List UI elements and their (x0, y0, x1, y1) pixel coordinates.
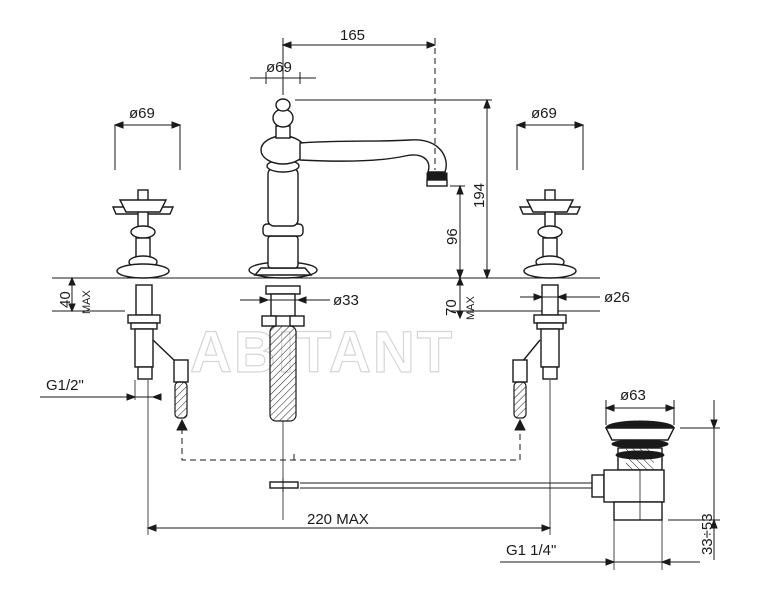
dim-left-handle-dia: ø69 (129, 105, 155, 122)
spout-assembly (248, 98, 448, 520)
right-handle-valve (512, 189, 582, 419)
spout-arm (299, 139, 447, 173)
dim-waste-dia: ø63 (620, 387, 646, 404)
dim-spout-height: 96 (444, 228, 461, 245)
dim-side-hole-dia: ø26 (604, 289, 630, 306)
dim-deck-left: 40 (57, 291, 74, 308)
dim-spout-reach: 165 (340, 27, 365, 44)
dim-right-handle-dia: ø69 (531, 105, 557, 122)
dim-deck-center-max-label: MAX (465, 296, 477, 321)
dim-centers-max: 220 MAX (307, 511, 369, 528)
dim-deck-left-max-label: MAX (81, 290, 93, 315)
waste-assembly (603, 420, 676, 521)
dim-waste-thread: G1 1/4" (506, 542, 556, 559)
dim-total-height: 194 (471, 183, 488, 208)
watermark: ABITANT (190, 320, 454, 385)
dim-deck-center: 70 (443, 299, 460, 316)
dim-center-hole-dia: ø33 (333, 292, 359, 309)
hose-path (181, 428, 521, 461)
left-handle-valve (111, 189, 189, 419)
dim-inlet-thread: G1/2" (46, 377, 84, 394)
dim-spout-base-dia: ø69 (266, 59, 292, 76)
popup-rod (269, 474, 605, 498)
spout-hose (269, 325, 297, 422)
dim-waste-height: 33÷53 (699, 513, 716, 555)
